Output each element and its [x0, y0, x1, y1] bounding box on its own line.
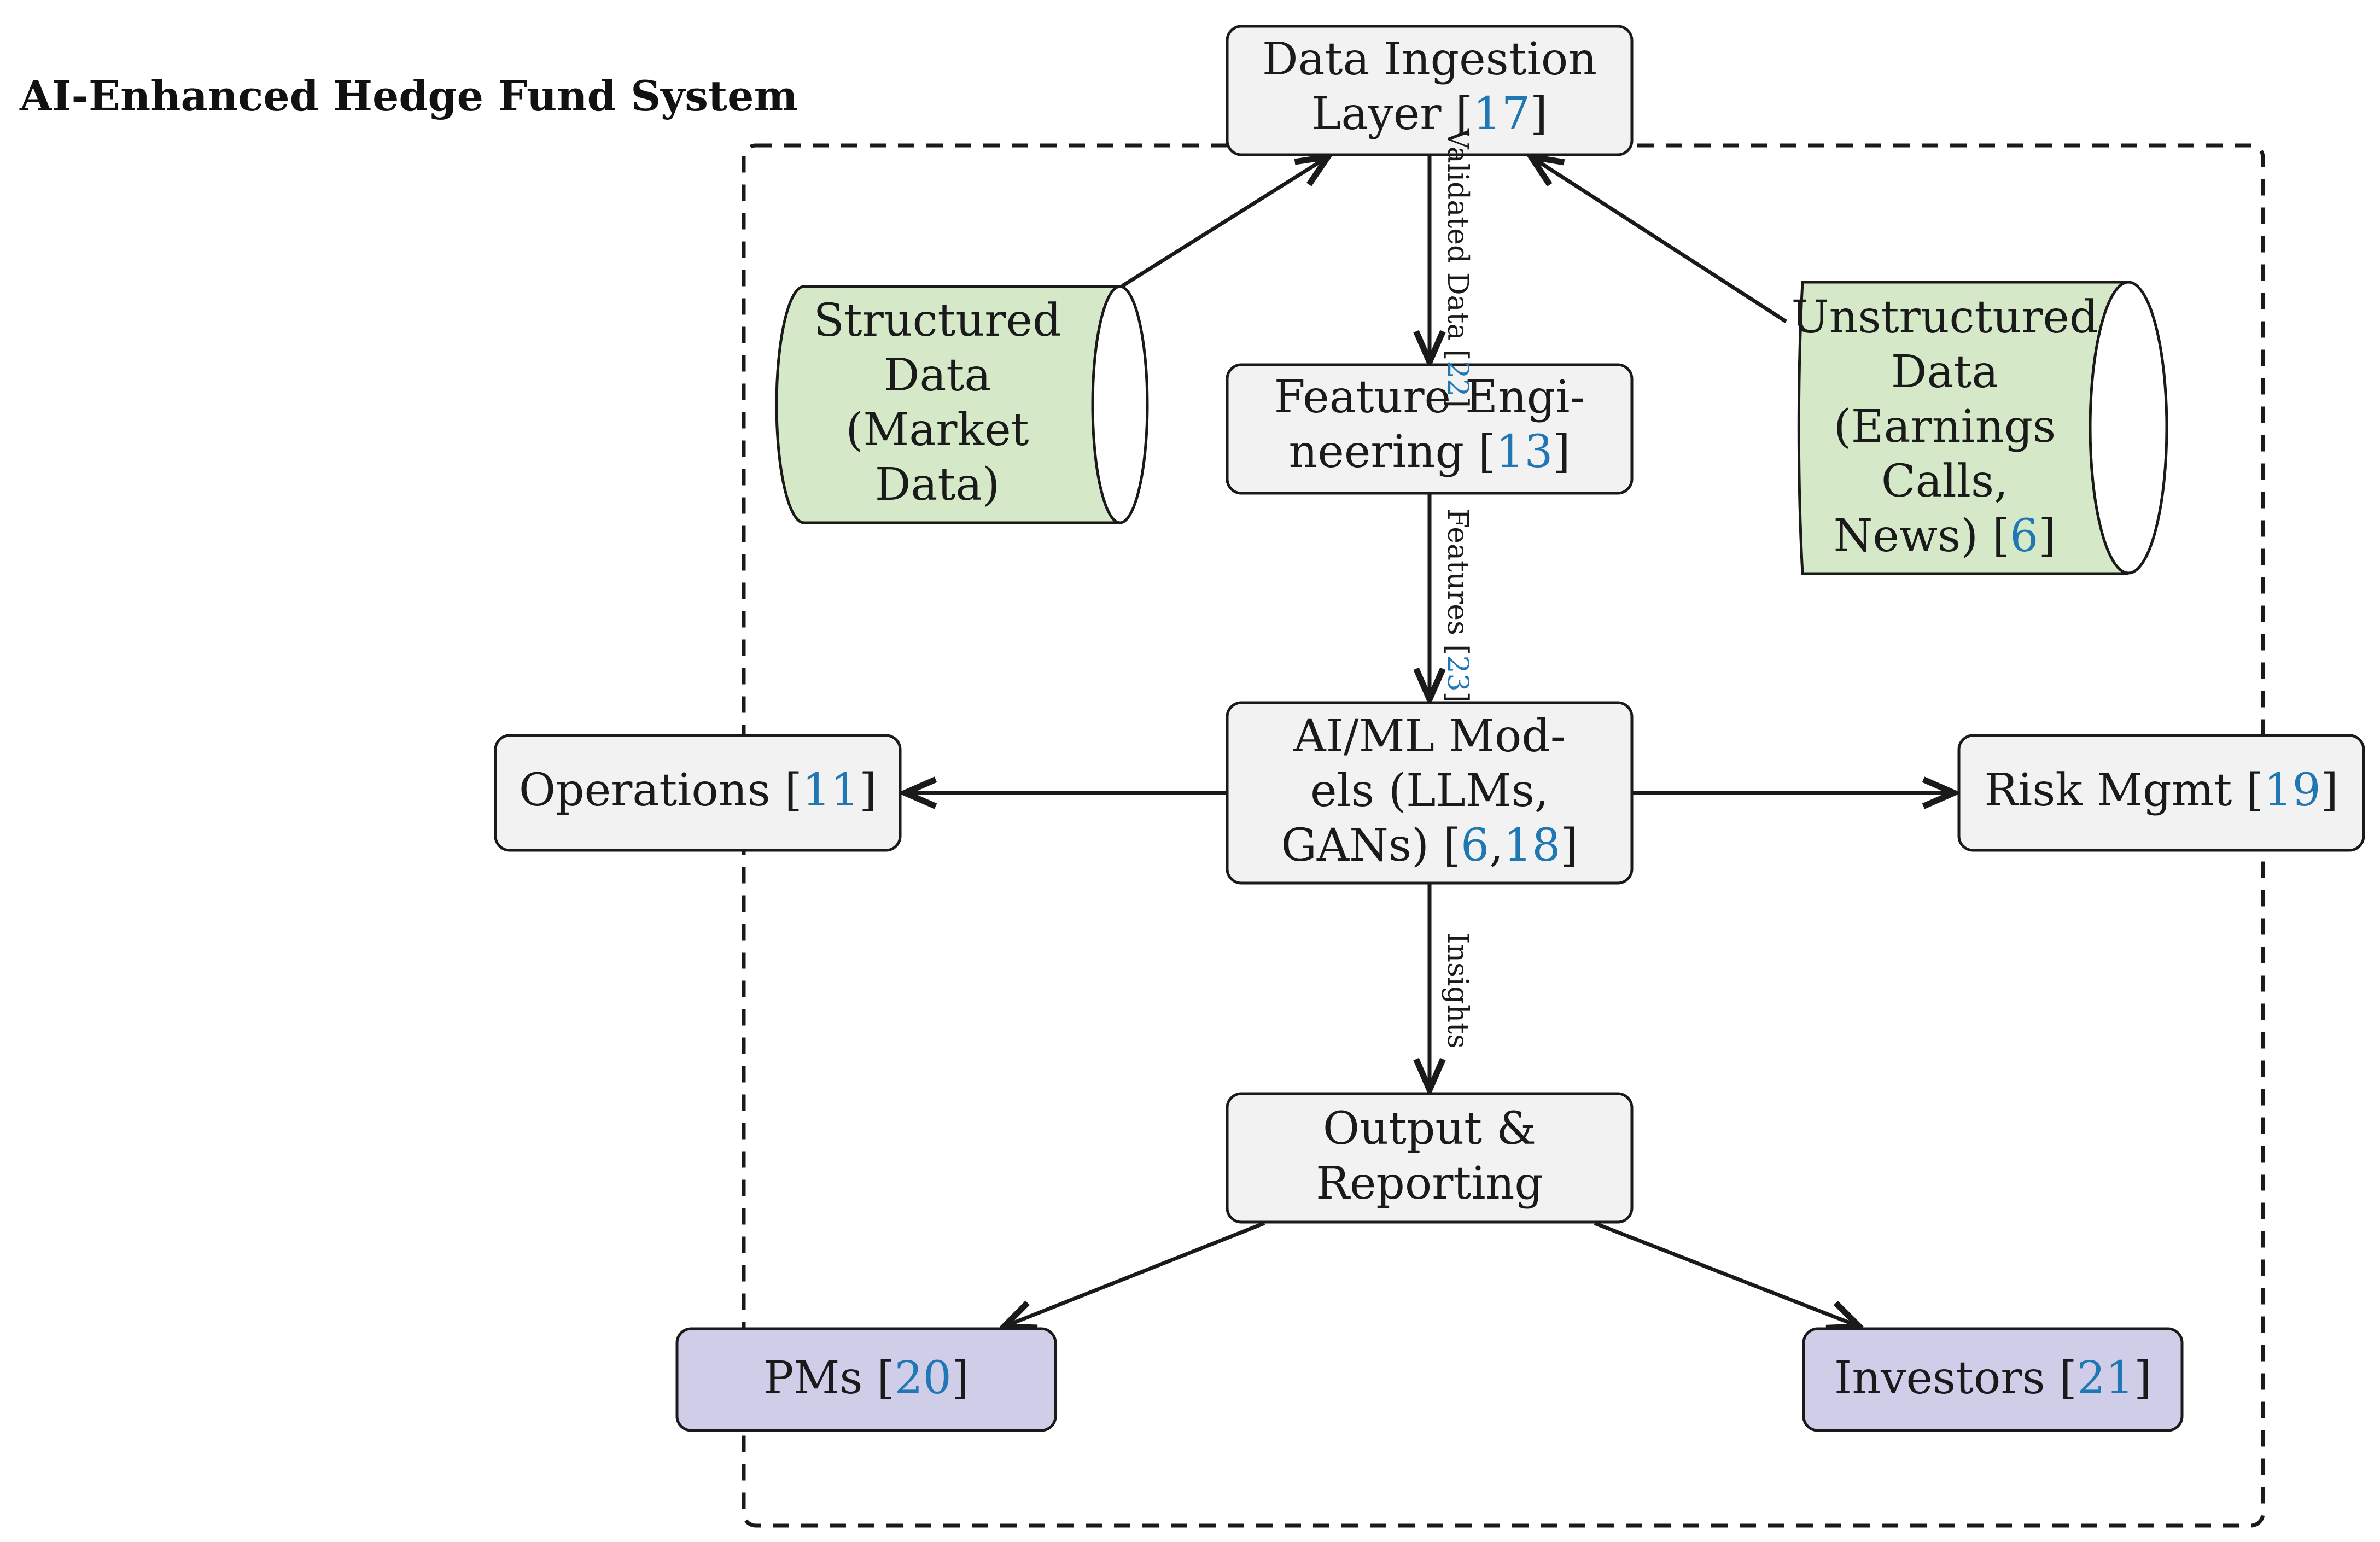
label-text: Data): [875, 459, 1000, 511]
node-unstructured-label: Unstructured: [1792, 291, 2098, 343]
label-text: ,: [1489, 820, 1503, 872]
node-data-ingestion-box: [1226, 25, 1634, 156]
edge-output-to-pms: [1004, 1221, 1265, 1327]
label-text: Reporting: [1316, 1158, 1543, 1210]
structured-data-cylinder-end: [1091, 285, 1149, 524]
label-text: ]: [1441, 692, 1474, 703]
citation-number: 13: [1496, 426, 1553, 478]
label-text: (Earnings: [1834, 401, 2056, 453]
node-unstructured-label: Calls,: [1881, 455, 2008, 507]
citation-number: 21: [2077, 1352, 2134, 1404]
edge-label-insights: Insights: [1441, 933, 1474, 1049]
node-output-label: Reporting: [1316, 1158, 1543, 1210]
label-text: ]: [2134, 1352, 2151, 1404]
label-text: ]: [1561, 820, 1578, 872]
node-structured-label: Data: [884, 349, 991, 401]
edge-labels: Validated Data [22]Features [23]Insights: [1441, 128, 1474, 1049]
label-text: News) [: [1834, 510, 2010, 562]
label-text: ]: [2038, 510, 2056, 562]
label-text: Data: [884, 349, 991, 401]
node-risk-mgmt-box: [1957, 734, 2365, 852]
label-text: Unstructured: [1792, 291, 2098, 343]
edges: [905, 156, 1954, 1327]
node-unstructured-label: Data: [1891, 346, 1998, 398]
node-investors-box: [1802, 1327, 2184, 1432]
node-unstructured-label: News) [6]: [1834, 510, 2056, 562]
data-stores: [775, 281, 2168, 575]
label-text: Structured: [813, 295, 1061, 347]
node-operations-box: [494, 734, 902, 852]
node-unstructured-label: (Earnings: [1834, 401, 2056, 453]
label-text: AI/ML Mod-: [1293, 710, 1565, 762]
node-models-label: els (LLMs,: [1310, 765, 1549, 817]
label-text: els (LLMs,: [1310, 765, 1549, 817]
label-text: Validated Data [: [1441, 128, 1474, 360]
edge-structured-to-ingestion: [1121, 157, 1328, 288]
label-text: Feature Engi-: [1274, 371, 1585, 423]
label-text: (Market: [845, 404, 1029, 456]
label-text: Data: [1891, 346, 1998, 398]
node-operations-label: Operations [11]: [519, 764, 877, 816]
label-text: ]: [859, 764, 877, 816]
node-structured-label: (Market: [845, 404, 1029, 456]
citation-number: 17: [1473, 88, 1530, 140]
node-ingestion-label: Layer [17]: [1311, 88, 1548, 140]
node-structured-label: Structured: [813, 295, 1061, 347]
node-feature-engineering-box: [1226, 363, 1634, 495]
node-output-label: Output &: [1323, 1103, 1536, 1155]
citation-number: 6: [2010, 510, 2038, 562]
label-text: ]: [952, 1352, 969, 1404]
citation-number: 6: [1461, 820, 1489, 872]
edge-output-to-investors: [1594, 1221, 1859, 1327]
node-pms-box: [675, 1327, 1057, 1432]
nodes: [494, 25, 2365, 1432]
unstructured-data-cylinder-end: [2089, 281, 2168, 575]
diagram-title: AI-Enhanced Hedge Fund System: [19, 72, 798, 120]
label-text: ]: [1441, 396, 1474, 407]
citation-number: 22: [1441, 360, 1474, 396]
node-ai-ml-models-box: [1226, 701, 1634, 885]
label-text: Data Ingestion: [1262, 33, 1597, 85]
node-feature-label: Feature Engi-: [1274, 371, 1585, 423]
label-text: Operations [: [519, 764, 802, 816]
edge-label-validated: Validated Data [22]: [1441, 128, 1474, 408]
structured-data-cylinder: [775, 285, 1120, 524]
unstructured-data-cylinder: [1797, 281, 2128, 575]
citation-number: 19: [2264, 764, 2320, 816]
node-risk-label: Risk Mgmt [19]: [1984, 764, 2338, 816]
label-text: Output &: [1323, 1103, 1536, 1155]
node-ingestion-label: Data Ingestion: [1262, 33, 1597, 85]
label-text: ]: [1553, 426, 1571, 478]
node-structured-label: Data): [875, 459, 1000, 511]
label-text: ]: [2321, 764, 2338, 816]
citation-number: 18: [1503, 820, 1560, 872]
citation-number: 11: [802, 764, 859, 816]
node-output-reporting-box: [1226, 1092, 1634, 1224]
node-feature-label: neering [13]: [1289, 426, 1571, 478]
node-investors-label: Investors [21]: [1834, 1352, 2151, 1404]
label-text: neering [: [1289, 426, 1496, 478]
label-text: GANs) [: [1281, 820, 1461, 872]
label-text: PMs [: [763, 1352, 894, 1404]
label-text: Features [: [1441, 509, 1474, 656]
label-text: Calls,: [1881, 455, 2008, 507]
label-text: ]: [1530, 88, 1548, 140]
label-text: Risk Mgmt [: [1984, 764, 2264, 816]
label-text: Layer [: [1311, 88, 1473, 140]
citation-number: 20: [894, 1352, 951, 1404]
node-models-label: GANs) [6,18]: [1281, 820, 1578, 872]
label-text: Insights: [1441, 933, 1474, 1049]
node-pms-label: PMs [20]: [763, 1352, 969, 1404]
citation-number: 23: [1441, 656, 1474, 692]
edge-unstructured-to-ingestion: [1531, 157, 1787, 323]
node-models-label: AI/ML Mod-: [1293, 710, 1565, 762]
edge-label-features: Features [23]: [1441, 509, 1474, 703]
label-text: Investors [: [1834, 1352, 2077, 1404]
